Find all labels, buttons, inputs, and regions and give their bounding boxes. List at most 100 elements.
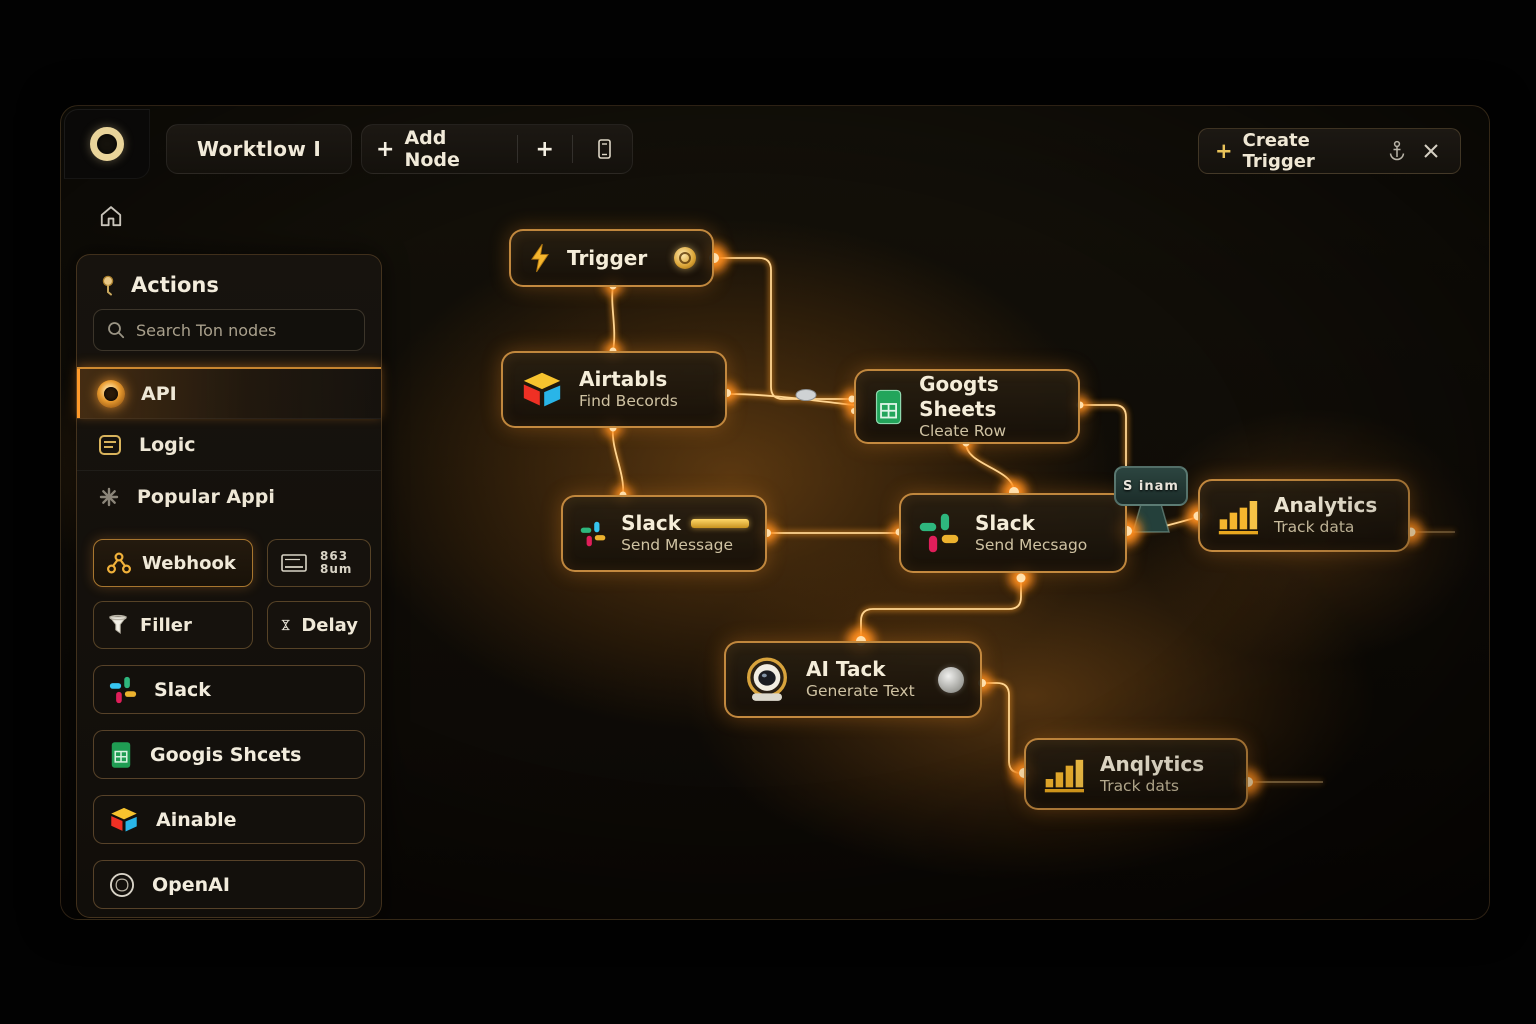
logo-ring-icon	[90, 127, 124, 161]
create-trigger-button[interactable]: Create Trigger	[1242, 130, 1315, 172]
api-icon	[97, 379, 125, 408]
hourglass-icon	[281, 619, 290, 631]
app-label: Googis Shcets	[150, 743, 302, 766]
node-ai-task[interactable]: AI Tack Generate Text	[724, 641, 982, 718]
node-analytics-right[interactable]: Analytics Track data	[1198, 479, 1410, 552]
node-slack-left[interactable]: Slack Send Message	[561, 495, 767, 572]
node-trigger[interactable]: Trigger	[509, 229, 714, 287]
robot-helmet-icon	[747, 657, 787, 701]
actions-icon	[102, 275, 114, 296]
sheets-icon	[111, 741, 131, 768]
app-label: Slack	[154, 678, 211, 701]
node-airtable[interactable]: Airtabls Find Becords	[501, 351, 727, 428]
node-title: Googts Sheets	[919, 371, 999, 421]
anchor-button[interactable]	[1384, 136, 1409, 166]
sidebar-item-logic[interactable]: Logic	[77, 419, 381, 471]
delay-label: Delay	[301, 614, 358, 636]
app-label: Ainable	[156, 808, 237, 831]
wire-bead	[795, 389, 817, 401]
node-slack-right[interactable]: Slack Send Mecsago	[899, 493, 1127, 573]
webhook-icon	[106, 552, 132, 574]
funnel-icon	[108, 614, 128, 634]
sidebar-item-popular-apps[interactable]: Popular Appi	[77, 471, 381, 523]
filter-button[interactable]: Filler	[93, 601, 253, 649]
slack-icon	[580, 521, 606, 546]
node-subtitle: Track data	[1274, 518, 1355, 537]
device-button[interactable]	[591, 134, 618, 164]
node-title: Airtabls	[579, 367, 668, 392]
node-subtitle: Find Becords	[579, 392, 678, 411]
sidebar-item-api[interactable]: API	[77, 367, 381, 419]
openai-icon	[109, 872, 135, 897]
node-title: Slack	[975, 510, 1035, 535]
category-label: Logic	[139, 433, 196, 456]
tooltip-label: S inam	[1123, 478, 1179, 494]
search-icon	[108, 322, 125, 339]
workflow-title-button[interactable]: Worktlow I	[166, 124, 352, 174]
slack-icon	[109, 676, 137, 703]
logic-icon	[99, 434, 121, 455]
apps-list: Slack Googis Shcets Ainable	[93, 665, 365, 909]
airtable-icon	[523, 372, 561, 406]
sidebar-title: Actions	[131, 273, 219, 297]
node-title: Analytics	[1274, 493, 1378, 518]
sidebar-item-openai[interactable]: OpenAI	[93, 860, 365, 909]
airtable-icon	[111, 807, 137, 831]
highlight-bar	[691, 519, 749, 529]
clock-coin-icon	[674, 247, 696, 269]
search-input[interactable]	[136, 320, 352, 340]
close-button[interactable]	[1419, 136, 1444, 166]
sidebar-item-google-sheets[interactable]: Googis Shcets	[93, 730, 365, 779]
create-trigger-toolbar: + Create Trigger	[1198, 128, 1461, 174]
node-subtitle: Track dats	[1100, 776, 1179, 795]
device-icon	[598, 139, 612, 159]
home-button[interactable]	[89, 194, 133, 238]
add-node-toolbar: + Add Node +	[361, 124, 633, 174]
bar-chart-icon	[1044, 759, 1084, 793]
anchor-icon	[1389, 140, 1404, 161]
app-label: OpenAI	[152, 873, 230, 896]
silver-badge-icon	[938, 666, 964, 693]
app-window: Worktlow I + Add Node + + Create Trigger	[60, 105, 1490, 920]
node-subtitle: Generate Text	[806, 682, 915, 701]
node-subtitle: Cleate Row	[919, 421, 1007, 440]
node-analytics-bottom[interactable]: Anqlytics Track dats	[1024, 738, 1248, 810]
node-title: Trigger	[567, 246, 648, 270]
search-box[interactable]	[93, 309, 365, 351]
sidebar-header: Actions	[97, 273, 361, 297]
node-subtitle: Send Message	[621, 536, 733, 555]
divider	[571, 135, 573, 163]
add-node-button[interactable]: Add Node	[404, 127, 460, 171]
plus-button[interactable]: +	[535, 136, 554, 162]
card-node-button[interactable]: 863 8um	[267, 539, 371, 587]
node-google-sheets[interactable]: Googts Sheets Cleate Row	[854, 369, 1080, 444]
category-label: Popular Appi	[137, 486, 275, 508]
webhook-label: Webhook	[142, 552, 236, 574]
divider	[516, 135, 518, 163]
workflow-title: Worktlow I	[196, 137, 322, 161]
category-label: API	[141, 382, 177, 405]
delay-button[interactable]: Delay	[267, 601, 371, 649]
lightning-icon	[531, 243, 549, 273]
wire-tooltip: S inam	[1114, 466, 1188, 506]
sheets-icon	[875, 389, 902, 424]
popular-apps-icon	[99, 487, 119, 507]
home-icon	[100, 206, 122, 227]
node-title: Anqlytics	[1100, 751, 1205, 776]
plus-icon[interactable]: +	[376, 136, 395, 162]
sidebar-item-airtable[interactable]: Ainable	[93, 795, 365, 844]
app-logo	[64, 109, 150, 179]
webhook-button[interactable]: Webhook	[93, 539, 253, 587]
filter-label: Filler	[140, 614, 192, 636]
bar-chart-icon	[1218, 500, 1258, 534]
plus-icon: +	[1215, 139, 1233, 163]
card-text-line2: 8um	[320, 562, 353, 576]
sidebar-item-slack[interactable]: Slack	[93, 665, 365, 714]
card-icon	[281, 554, 307, 572]
actions-sidebar: Actions API Logic	[76, 254, 382, 918]
node-title: AI Tack	[806, 657, 886, 682]
node-subtitle: Send Mecsago	[975, 535, 1088, 554]
quick-nodes-grid: Webhook 863 8um Filler	[93, 539, 371, 649]
slack-icon	[919, 513, 959, 553]
node-title: Slack	[621, 511, 681, 536]
